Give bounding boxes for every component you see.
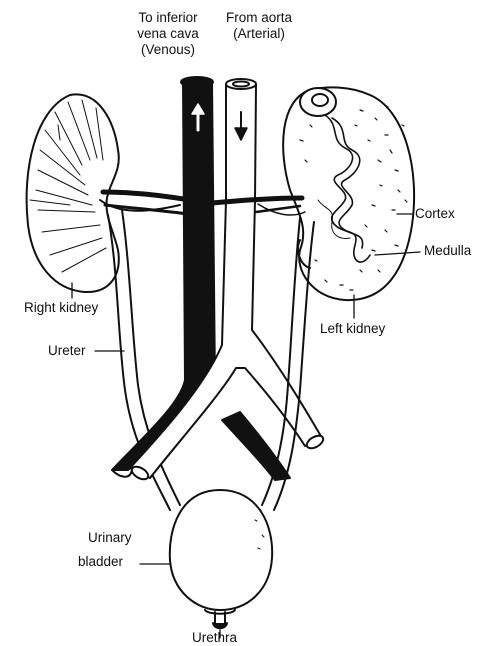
label-cortex: Cortex xyxy=(415,206,455,222)
label-from-aorta-line1: From aorta xyxy=(218,10,300,26)
label-bladder-line1: Urinary xyxy=(78,530,132,546)
label-to-ivc-line1: To inferior xyxy=(116,10,220,26)
label-from-aorta-line2: (Arterial) xyxy=(218,26,300,42)
inferior-vena-cava xyxy=(112,77,290,480)
label-bladder-line2: bladder xyxy=(78,554,132,570)
label-to-inferior-vena-cava: To inferior vena cava (Venous) xyxy=(116,10,220,58)
label-to-ivc-line2: vena cava xyxy=(116,26,220,42)
label-left-kidney: Left kidney xyxy=(320,321,385,337)
label-urethra: Urethra xyxy=(192,630,237,646)
urinary-bladder xyxy=(170,490,272,628)
label-ureter: Ureter xyxy=(48,343,86,359)
label-medulla: Medulla xyxy=(424,243,471,259)
left-kidney xyxy=(283,87,414,300)
label-urinary-bladder: Urinary bladder xyxy=(78,530,132,570)
label-from-aorta: From aorta (Arterial) xyxy=(218,10,300,42)
right-renal-vessels xyxy=(100,192,195,215)
label-to-ivc-line3: (Venous) xyxy=(116,42,220,58)
label-right-kidney: Right kidney xyxy=(24,300,98,316)
